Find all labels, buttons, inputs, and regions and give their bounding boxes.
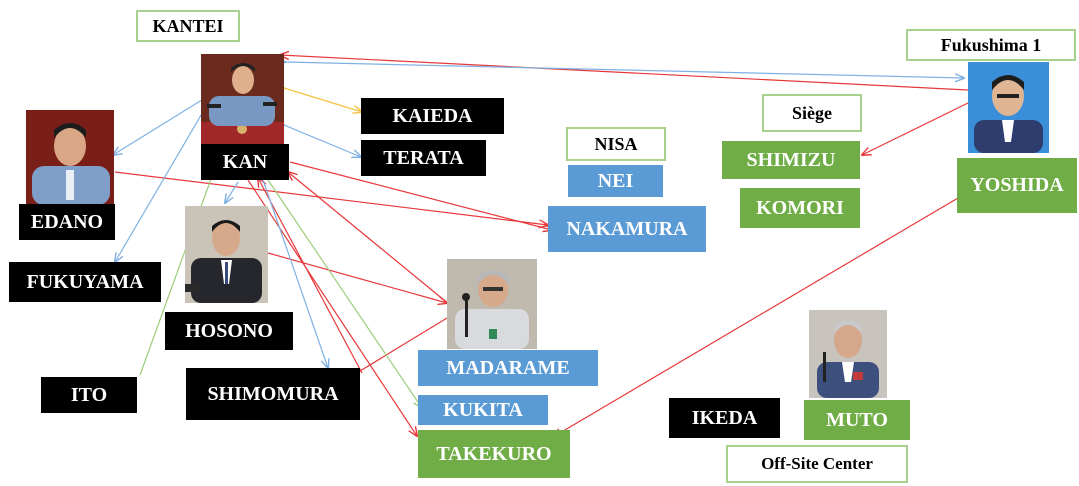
- yoshida-photo: [968, 62, 1049, 153]
- edano-photo: [26, 110, 114, 205]
- person-takekuro: TAKEKURO: [418, 430, 570, 478]
- arrow-kan-to-yoshida: [285, 62, 964, 78]
- arrow-yoshida-to-kan: [280, 55, 969, 91]
- person-ito: ITO: [41, 377, 137, 413]
- group-label-kantei: KANTEI: [136, 10, 240, 42]
- arrow-shimomura-to-kan: [258, 178, 363, 374]
- group-label-siege: Siège: [762, 94, 862, 132]
- kan-photo: [201, 54, 284, 144]
- person-nei: NEI: [568, 165, 663, 197]
- group-label-fukushima1: Fukushima 1: [906, 29, 1076, 61]
- person-fukuyama: FUKUYAMA: [9, 262, 161, 302]
- person-ikeda: IKEDA: [669, 398, 780, 438]
- arrow-yoshida-to-takekuro: [553, 197, 959, 437]
- arrow-kan-to-edano: [113, 98, 205, 155]
- arrow-kan-to-shimomura: [262, 179, 328, 368]
- group-label-offsite-center: Off-Site Center: [726, 445, 908, 483]
- group-label-nisa: NISA: [566, 127, 666, 161]
- arrow-kan-to-kaieda: [284, 88, 362, 112]
- person-terata: TERATA: [361, 140, 486, 176]
- person-muto: MUTO: [804, 400, 910, 440]
- arrow-kan-to-nakamura: [289, 161, 552, 230]
- arrow-hosono-to-madarame: [267, 252, 447, 303]
- arrow-kan-to-kukita: [267, 179, 422, 408]
- arrow-kan-to-hosono: [225, 181, 239, 203]
- arrow-kan-to-takekuro: [247, 179, 417, 436]
- person-madarame: MADARAME: [418, 350, 598, 386]
- person-hosono: HOSONO: [165, 312, 293, 350]
- arrow-kan-to-terata: [284, 125, 361, 157]
- arrow-kan-to-fukuyama: [115, 104, 208, 262]
- arrow-madarame-to-kan: [288, 172, 451, 306]
- person-yoshida: YOSHIDA: [957, 158, 1077, 213]
- person-kan: KAN: [201, 144, 289, 180]
- arrow-kan-to-ito: [139, 167, 216, 376]
- arrow-yoshida-to-shimizu: [862, 102, 969, 155]
- person-komori: KOMORI: [740, 188, 860, 228]
- person-edano: EDANO: [19, 204, 115, 240]
- person-kaieda: KAIEDA: [361, 98, 504, 134]
- person-nakamura: NAKAMURA: [548, 206, 706, 252]
- madarame-photo: [447, 259, 537, 349]
- person-shimomura: SHIMOMURA: [186, 368, 360, 420]
- muto-photo: [809, 310, 887, 398]
- person-kukita: KUKITA: [418, 395, 548, 425]
- hosono-photo: [185, 206, 268, 303]
- arrow-edano-to-nakamura: [114, 171, 548, 225]
- person-shimizu: SHIMIZU: [722, 141, 860, 179]
